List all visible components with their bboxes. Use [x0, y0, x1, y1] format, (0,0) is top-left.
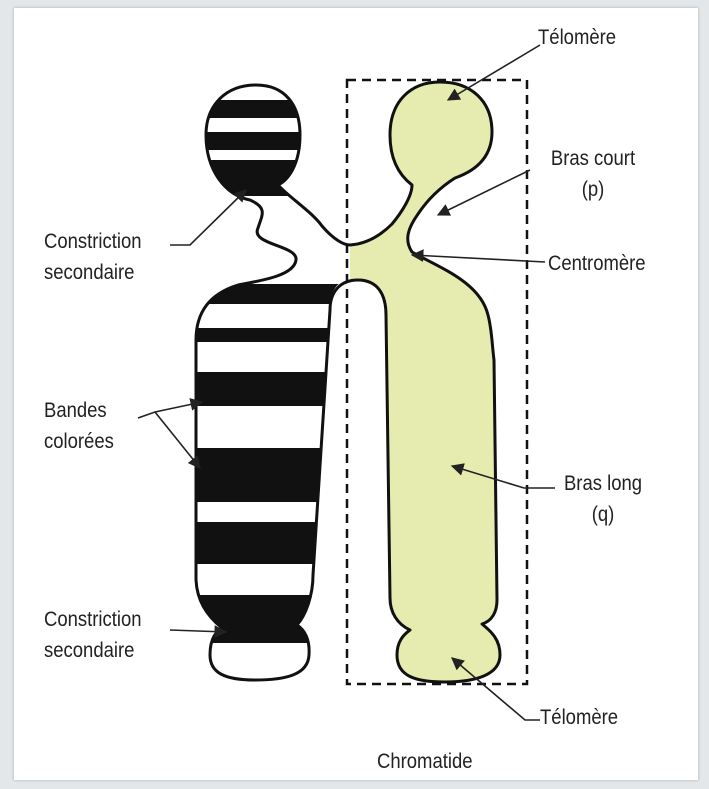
label-constriction-bottom-line2: secondaire — [44, 635, 142, 666]
band — [190, 132, 360, 150]
label-colored-bands-line1: Bandes — [44, 395, 114, 426]
label-centromere: Centromère — [548, 248, 646, 279]
band — [190, 522, 360, 564]
label-constriction-top: Constriction secondaire — [44, 226, 142, 288]
label-constriction-bottom-line1: Constriction — [44, 604, 142, 635]
label-short-arm-line2: (p) — [545, 174, 642, 205]
label-constriction-top-line1: Constriction — [44, 226, 142, 257]
band — [190, 448, 360, 502]
arrow-bands-2 — [155, 412, 200, 468]
label-long-arm-line1: Bras long — [555, 468, 652, 499]
label-short-arm: Bras court (p) — [545, 143, 642, 205]
label-long-arm-line2: (q) — [555, 499, 652, 530]
band — [190, 328, 360, 342]
label-constriction-bottom: Constriction secondaire — [44, 604, 142, 666]
band — [190, 160, 360, 196]
label-short-arm-line1: Bras court — [545, 143, 642, 174]
arrow-telomere-top — [448, 45, 540, 100]
arrow-constriction-top — [170, 190, 246, 245]
label-telomere-bottom: Télomère — [540, 702, 618, 733]
label-telomere-top: Télomère — [538, 22, 616, 53]
arrow-bands-1 — [138, 402, 202, 418]
label-long-arm: Bras long (q) — [555, 468, 652, 530]
label-colored-bands: Bandes colorées — [44, 395, 114, 457]
label-chromatid: Chromatide — [377, 746, 473, 777]
right-chromatid — [350, 82, 500, 682]
label-constriction-top-line2: secondaire — [44, 257, 142, 288]
band — [190, 372, 360, 406]
label-colored-bands-line2: colorées — [44, 426, 114, 457]
